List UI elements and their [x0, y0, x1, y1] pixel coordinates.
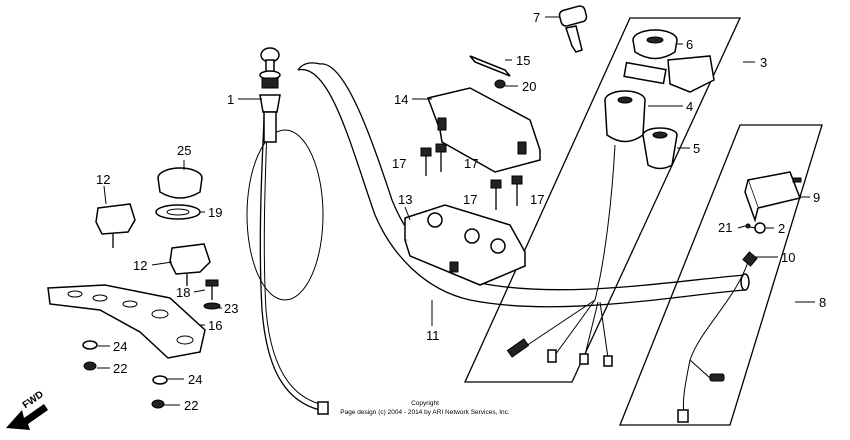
- key-part: [558, 5, 588, 53]
- throttle-cable: [246, 99, 329, 415]
- lower-holder: [404, 204, 527, 286]
- callout-7: 7: [533, 10, 540, 25]
- fwd-arrow-icon: FWD: [6, 389, 48, 430]
- callout-25: 25: [177, 143, 191, 158]
- ignition-switch: [604, 55, 715, 143]
- choke-knob: [259, 47, 281, 143]
- resistor-unit: [744, 171, 802, 223]
- handlebar-plate: [47, 284, 206, 359]
- washer-24-b: [152, 375, 168, 385]
- upper-holder-12-a: [95, 203, 136, 248]
- callout-18: 18: [176, 285, 190, 300]
- callout-24-a: 24: [113, 339, 127, 354]
- wiring-harness: [677, 251, 758, 423]
- callout-12-a: 12: [96, 172, 110, 187]
- nut-22-b: [151, 399, 165, 409]
- callout-24-b: 24: [188, 372, 202, 387]
- ignition-wiring: [506, 144, 616, 367]
- callout-17-d: 17: [530, 192, 544, 207]
- nut-22-a: [83, 361, 97, 371]
- callout-12-b: 12: [133, 258, 147, 273]
- callout-4: 4: [686, 99, 693, 114]
- callout-17-b: 17: [464, 156, 478, 171]
- callout-15: 15: [516, 53, 530, 68]
- switch-boot: [642, 127, 678, 170]
- part-20-bolt: [494, 79, 506, 89]
- part-15: [469, 55, 511, 77]
- callout-3: 3: [760, 55, 767, 70]
- callout-2: 2: [778, 221, 785, 236]
- leader-lines: [97, 16, 815, 406]
- upper-holder: [426, 87, 541, 173]
- washer-19: [155, 204, 201, 220]
- callout-22-a: 22: [113, 361, 127, 376]
- callout-10: 10: [781, 250, 795, 265]
- washer-23: [203, 302, 221, 310]
- washer-24-a: [82, 340, 98, 350]
- copyright-line-1: Copyright: [411, 400, 439, 407]
- callout-21: 21: [718, 220, 732, 235]
- callout-9: 9: [813, 190, 820, 205]
- callout-22-b: 22: [184, 398, 198, 413]
- callout-17-a: 17: [392, 156, 406, 171]
- callout-13: 13: [398, 192, 412, 207]
- callout-11: 11: [426, 328, 440, 343]
- callout-20: 20: [522, 79, 536, 94]
- clip-part: [744, 222, 766, 234]
- ignition-cap: [632, 29, 678, 60]
- callout-19: 19: [208, 205, 222, 220]
- callout-23: 23: [224, 301, 238, 316]
- bolts-17: [420, 143, 523, 210]
- callout-17-c: 17: [463, 192, 477, 207]
- callout-5: 5: [693, 141, 700, 156]
- callout-16: 16: [208, 318, 222, 333]
- callout-14: 14: [394, 92, 408, 107]
- upper-holder-12-b: [169, 243, 211, 286]
- callout-1: 1: [227, 92, 234, 107]
- bolt-18: [205, 279, 219, 300]
- copyright-line-2: Page design (c) 2004 - 2014 by ARI Netwo…: [340, 409, 510, 416]
- callout-6: 6: [686, 37, 693, 52]
- cap-nut: [157, 167, 203, 199]
- wiring-assembly-box: [619, 124, 823, 426]
- callout-8: 8: [819, 295, 826, 310]
